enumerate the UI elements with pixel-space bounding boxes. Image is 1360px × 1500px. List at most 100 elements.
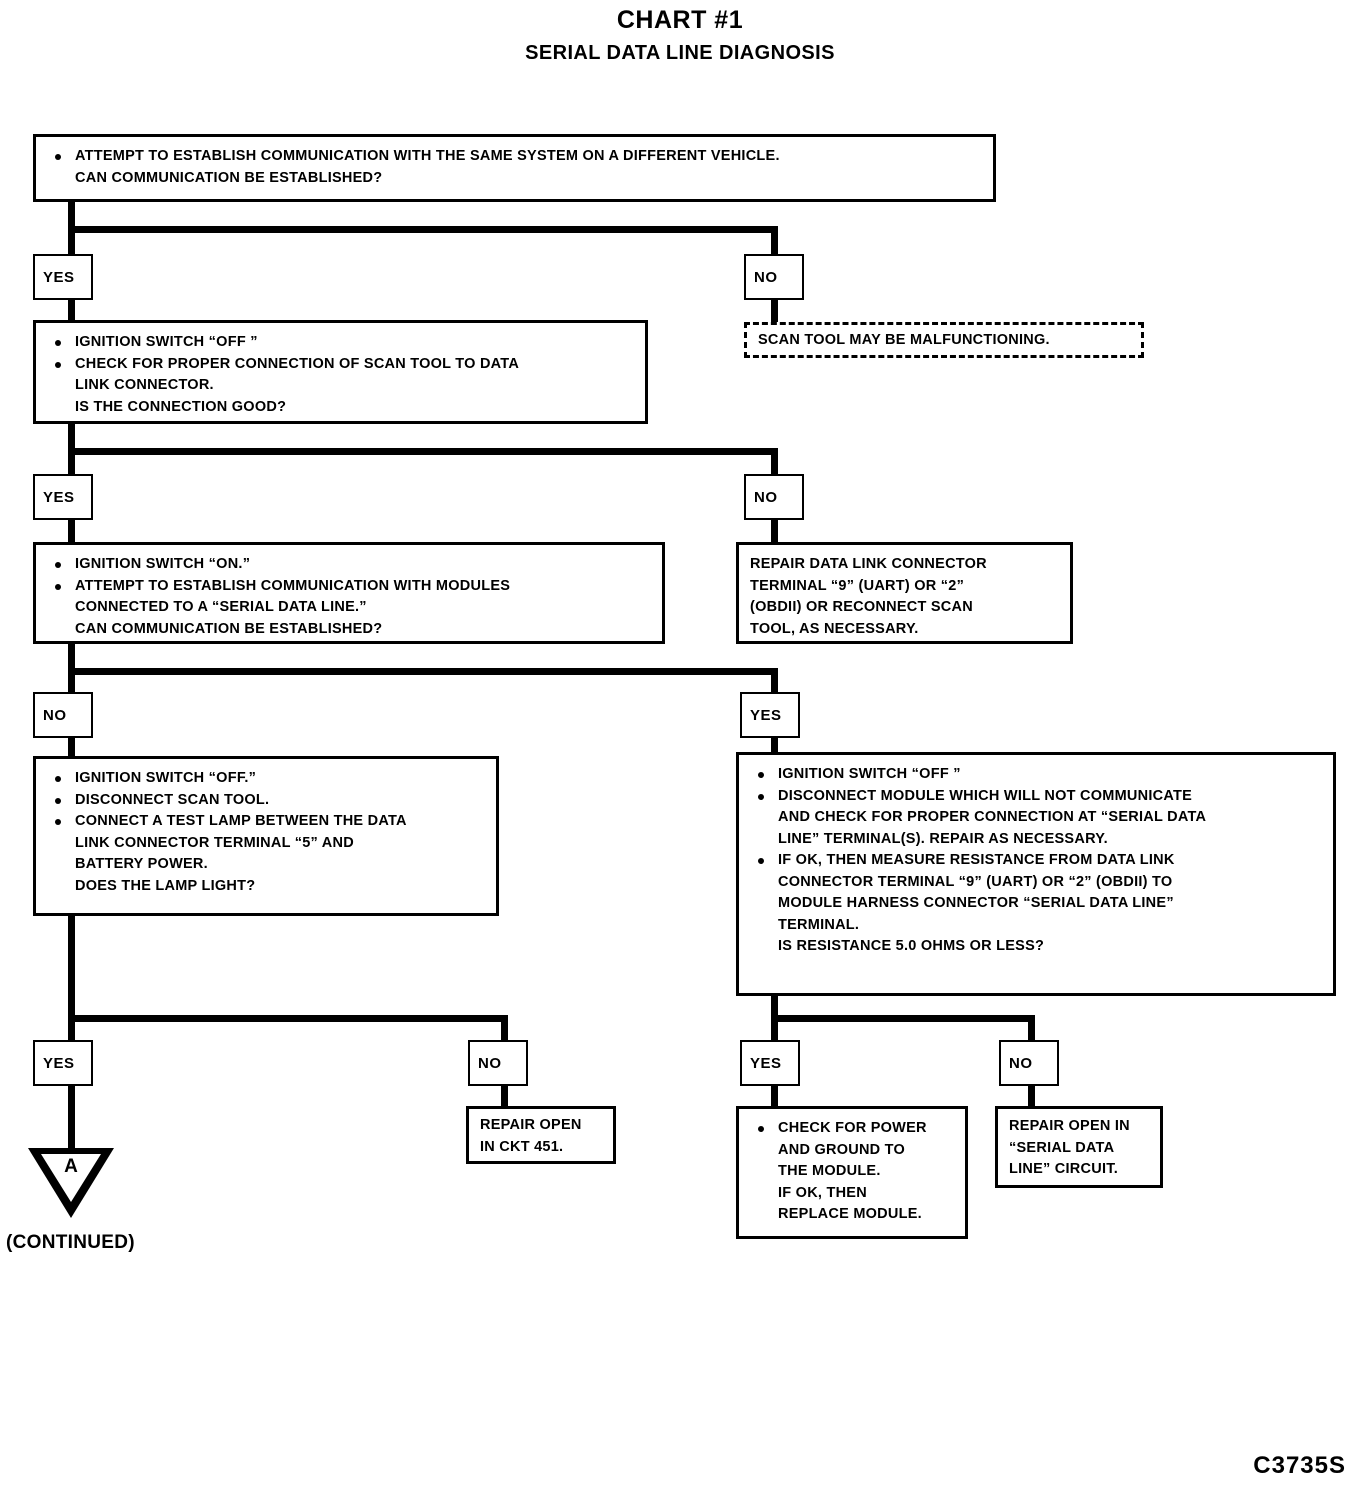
box-line: ATTEMPT TO ESTABLISH COMMUNICATION WITH … <box>44 576 654 598</box>
box-line: IGNITION SWITCH “ON.” <box>44 554 654 576</box>
bullet-icon <box>758 1126 764 1132</box>
box-line: CHECK FOR POWER <box>747 1118 957 1140</box>
box-line: MODULE HARNESS CONNECTOR “SERIAL DATA LI… <box>778 895 1174 911</box>
box-line: CAN COMMUNICATION BE ESTABLISHED? <box>75 620 383 637</box>
connector-yes2-to-step3 <box>68 520 75 542</box>
box-line: ATTEMPT TO ESTABLISH COMMUNICATION WITH … <box>44 146 985 168</box>
box-line: REPAIR OPEN IN <box>1009 1118 1130 1134</box>
box-line: REPAIR OPEN <box>480 1117 582 1133</box>
branch-tag-yes-step4[interactable]: YES <box>33 1040 93 1086</box>
connector-step2-no-drop <box>771 448 778 482</box>
box-line: CONNECT A TEST LAMP BETWEEN THE DATA <box>44 811 488 833</box>
box-line: IS THE CONNECTION GOOD? <box>75 398 287 415</box>
box-line: CHECK FOR PROPER CONNECTION OF SCAN TOOL… <box>44 354 637 376</box>
bullet-icon <box>55 562 61 568</box>
connector-step2-bus <box>68 448 778 455</box>
bullet-icon <box>758 858 764 864</box>
branch-tag-yes-step1[interactable]: YES <box>33 254 93 300</box>
connector-step5-no-drop <box>1028 1015 1035 1045</box>
bullet-icon <box>55 340 61 346</box>
terminal-box-repair-data-link-connector: REPAIR DATA LINK CONNECTOR TERMINAL “9” … <box>736 542 1073 644</box>
offpage-connector-label: A <box>64 1156 78 1177</box>
box-line: IF OK, THEN <box>778 1184 867 1201</box>
connector-no1-to-scan-box <box>771 300 778 324</box>
box-line: TERMINAL “9” (UART) OR “2” <box>750 577 965 594</box>
bullet-icon <box>55 361 61 368</box>
step-box-test-lamp: IGNITION SWITCH “OFF.” DISCONNECT SCAN T… <box>33 756 499 916</box>
connector-yes5-to-check-power <box>771 1086 778 1108</box>
branch-tag-no-step4[interactable]: NO <box>468 1040 528 1086</box>
box-line: CONNECTOR TERMINAL “9” (UART) OR “2” (OB… <box>778 873 1173 890</box>
bullet-icon <box>55 776 61 782</box>
connector-step4-stem <box>68 916 75 1046</box>
branch-tag-no-step2[interactable]: NO <box>744 474 804 520</box>
terminal-box-check-power-and-ground: CHECK FOR POWER AND GROUND TO THE MODULE… <box>736 1106 968 1239</box>
box-line: IGNITION SWITCH “OFF ” <box>44 332 637 354</box>
bullet-icon <box>55 797 61 804</box>
connector-step4-bus <box>68 1015 508 1022</box>
connector-no3-to-step4 <box>68 738 75 760</box>
box-line: “SERIAL DATA <box>1009 1139 1115 1156</box>
box-line: AND GROUND TO <box>778 1141 906 1158</box>
step-box-attempt-communication: ATTEMPT TO ESTABLISH COMMUNICATION WITH … <box>33 134 996 202</box>
box-line: LINK CONNECTOR. <box>75 377 214 393</box>
branch-tag-yes-step5[interactable]: YES <box>740 1040 800 1086</box>
box-line: LINK CONNECTOR TERMINAL “5” AND <box>75 834 354 851</box>
connector-step3-yes-drop <box>771 668 778 694</box>
step-box-measure-resistance: IGNITION SWITCH “OFF ” DISCONNECT MODULE… <box>736 752 1336 996</box>
box-line: TOOL, AS NECESSARY. <box>750 620 919 637</box>
box-line: BATTERY POWER. <box>75 856 208 872</box>
step-box-check-scan-tool-connection: IGNITION SWITCH “OFF ” CHECK FOR PROPER … <box>33 320 648 424</box>
connector-step5-bus <box>771 1015 1035 1022</box>
connector-no4-to-repair-ckt <box>501 1086 508 1108</box>
box-line: TERMINAL. <box>778 916 860 933</box>
connector-step4-no-drop <box>501 1015 508 1045</box>
connector-yes3-to-step5 <box>771 738 778 758</box>
box-line: CAN COMMUNICATION BE ESTABLISHED? <box>75 169 383 186</box>
connector-step5-stem <box>771 996 778 1048</box>
terminal-box-repair-open-serial-data-line: REPAIR OPEN IN “SERIAL DATA LINE” CIRCUI… <box>995 1106 1163 1188</box>
connector-yes4-to-triangle <box>68 1086 75 1148</box>
chart-code: C3735S <box>1253 1452 1346 1479</box>
connector-step3-bus <box>68 668 778 675</box>
continued-label: (CONTINUED) <box>6 1232 135 1253</box>
bullet-icon <box>55 154 61 160</box>
box-line: IF OK, THEN MEASURE RESISTANCE FROM DATA… <box>747 850 1325 872</box>
connector-yes1-to-step2 <box>68 300 75 322</box>
box-line: IGNITION SWITCH “OFF ” <box>747 764 1325 786</box>
page-subtitle: SERIAL DATA LINE DIAGNOSIS <box>525 42 835 64</box>
box-line: IGNITION SWITCH “OFF.” <box>44 768 488 790</box>
branch-tag-no-step1[interactable]: NO <box>744 254 804 300</box>
box-line: LINE” CIRCUIT. <box>1009 1161 1119 1177</box>
page-title: CHART #1 <box>616 6 744 34</box>
branch-tag-yes-step3[interactable]: YES <box>740 692 800 738</box>
connector-no5-to-repair-sdl <box>1028 1086 1035 1108</box>
step-box-communicate-with-modules: IGNITION SWITCH “ON.” ATTEMPT TO ESTABLI… <box>33 542 665 644</box>
box-line: DISCONNECT MODULE WHICH WILL NOT COMMUNI… <box>747 786 1325 808</box>
box-line: REPAIR DATA LINK CONNECTOR <box>750 556 987 572</box>
box-line: SCAN TOOL MAY BE MALFUNCTIONING. <box>758 332 1050 348</box>
box-line: IN CKT 451. <box>480 1138 564 1155</box>
bullet-icon <box>55 583 61 590</box>
box-line: LINE” TERMINAL(S). REPAIR AS NECESSARY. <box>778 830 1108 847</box>
offpage-connector-a: A <box>28 1148 114 1218</box>
box-line: AND CHECK FOR PROPER CONNECTION AT “SERI… <box>778 809 1207 825</box>
connector-no2-to-repair-dlc <box>771 520 778 542</box>
box-line: (OBDII) OR RECONNECT SCAN <box>750 599 973 615</box>
box-line: THE MODULE. <box>778 1163 881 1179</box>
box-line: DOES THE LAMP LIGHT? <box>75 877 256 894</box>
terminal-box-repair-open-ckt-451: REPAIR OPEN IN CKT 451. <box>466 1106 616 1164</box>
connector-step1-bus <box>68 226 778 233</box>
branch-tag-no-step5[interactable]: NO <box>999 1040 1059 1086</box>
box-line: IS RESISTANCE 5.0 OHMS OR LESS? <box>778 938 1045 954</box>
bullet-icon <box>758 772 764 778</box>
box-line: REPLACE MODULE. <box>778 1206 922 1222</box>
triangle-inner-icon <box>41 1154 101 1202</box>
box-line: DISCONNECT SCAN TOOL. <box>44 790 488 812</box>
box-line: CONNECTED TO A “SERIAL DATA LINE.” <box>75 599 367 615</box>
branch-tag-yes-step2[interactable]: YES <box>33 474 93 520</box>
branch-tag-no-step3[interactable]: NO <box>33 692 93 738</box>
terminal-box-scan-tool-malfunctioning: SCAN TOOL MAY BE MALFUNCTIONING. <box>744 322 1144 358</box>
connector-step1-no-drop <box>771 226 778 262</box>
